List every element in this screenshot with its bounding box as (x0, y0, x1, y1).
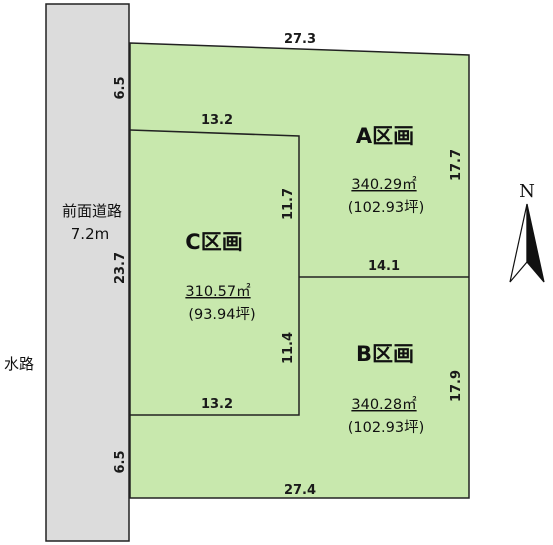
lot-c-name: C区画 (185, 230, 242, 254)
front-road (45, 3, 130, 542)
dim-b-right: 17.9 (449, 370, 464, 402)
lot-b-area: 340.28㎡ (351, 396, 417, 413)
lot-c-boundary (129, 129, 300, 416)
dim-bottom: 27.4 (284, 483, 316, 498)
lot-a-tsubo: (102.93坪) (348, 199, 425, 216)
dim-left-bottom: 6.5 (113, 450, 128, 473)
lot-b-tsubo: (102.93坪) (348, 419, 425, 436)
dim-a-right: 17.7 (449, 149, 464, 181)
dim-c-bottom: 13.2 (201, 397, 233, 412)
lot-c-tsubo: (93.94坪) (188, 306, 255, 323)
dim-top: 27.3 (284, 32, 316, 47)
waterway-label: 水路 (4, 355, 34, 373)
dim-c-top: 13.2 (201, 113, 233, 128)
north-arrow-icon (509, 203, 545, 283)
dim-left-top: 6.5 (113, 76, 128, 99)
lot-c-area: 310.57㎡ (185, 283, 251, 300)
lot-a-area: 340.29㎡ (351, 176, 417, 193)
road-width: 7.2m (71, 225, 109, 243)
road-name: 前面道路 (62, 202, 122, 220)
lot-a-name: A区画 (356, 124, 414, 148)
dim-c-right-bottom: 11.4 (281, 332, 296, 364)
dim-c-right-top: 11.7 (281, 188, 296, 220)
lot-b-name: B区画 (356, 342, 414, 366)
north-label: N (519, 181, 535, 202)
dim-road-length: 23.7 (113, 252, 128, 284)
dim-ab-divider: 14.1 (368, 259, 400, 274)
